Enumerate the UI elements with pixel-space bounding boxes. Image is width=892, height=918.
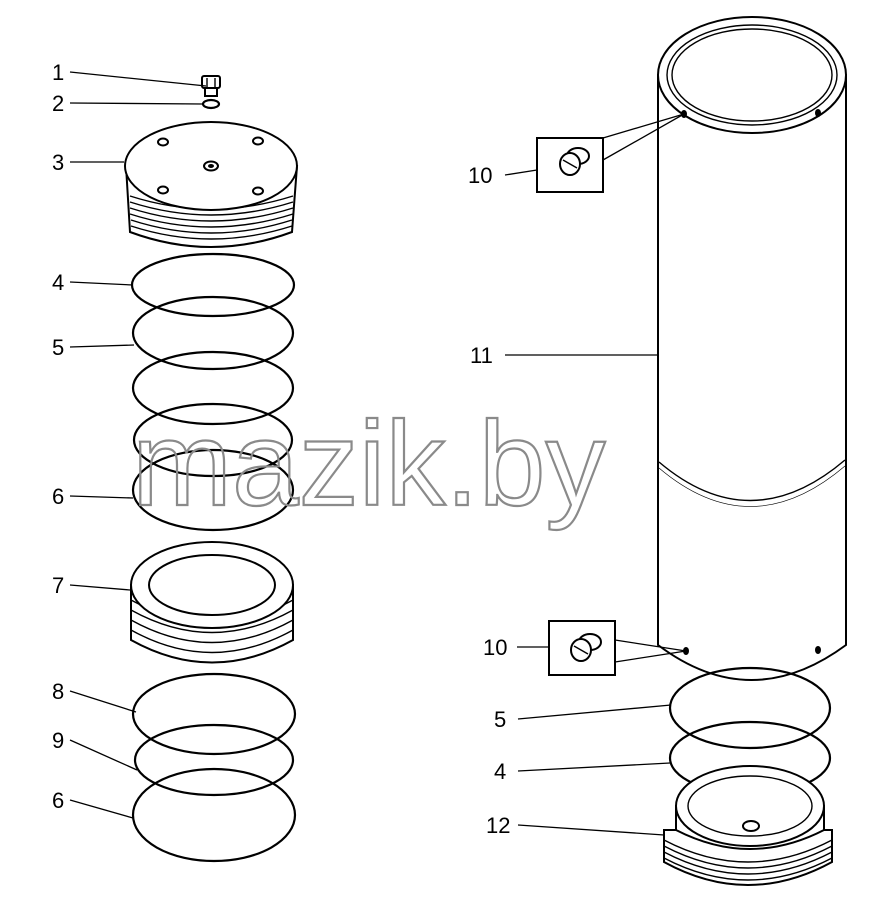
part-12-bottom-plug bbox=[663, 765, 833, 886]
callout-6-bottom: 6 bbox=[52, 788, 64, 813]
watermark-text: mazik.by bbox=[132, 397, 605, 531]
callout-4-right: 4 bbox=[494, 759, 506, 784]
part-7-bushing bbox=[130, 541, 294, 664]
part-10-screw-bottom bbox=[548, 620, 687, 676]
callout-10-top: 10 bbox=[468, 163, 492, 188]
callout-7: 7 bbox=[52, 573, 64, 598]
part-10-screw-top bbox=[536, 113, 685, 193]
callout-10-bottom: 10 bbox=[483, 635, 507, 660]
part-11-tube bbox=[657, 16, 847, 681]
callout-4-left: 4 bbox=[52, 270, 64, 295]
part-2-washer bbox=[201, 98, 221, 110]
callout-5-left: 5 bbox=[52, 335, 64, 360]
callout-2: 2 bbox=[52, 91, 64, 116]
callout-11: 11 bbox=[470, 343, 493, 368]
part-3-cover bbox=[124, 121, 299, 248]
callout-1: 1 bbox=[52, 60, 64, 85]
left-bottom-rings bbox=[131, 672, 297, 863]
callout-9: 9 bbox=[52, 728, 64, 753]
callout-5-right: 5 bbox=[494, 707, 506, 732]
callout-numbers: 1 2 3 4 5 6 7 8 9 6 10 11 10 5 4 12 bbox=[52, 60, 510, 838]
callout-12: 12 bbox=[486, 813, 510, 838]
callout-3: 3 bbox=[52, 150, 64, 175]
leader-lines bbox=[69, 71, 672, 836]
callout-8: 8 bbox=[52, 679, 64, 704]
callout-6-top: 6 bbox=[52, 484, 64, 509]
part-1-fitting bbox=[201, 75, 221, 97]
